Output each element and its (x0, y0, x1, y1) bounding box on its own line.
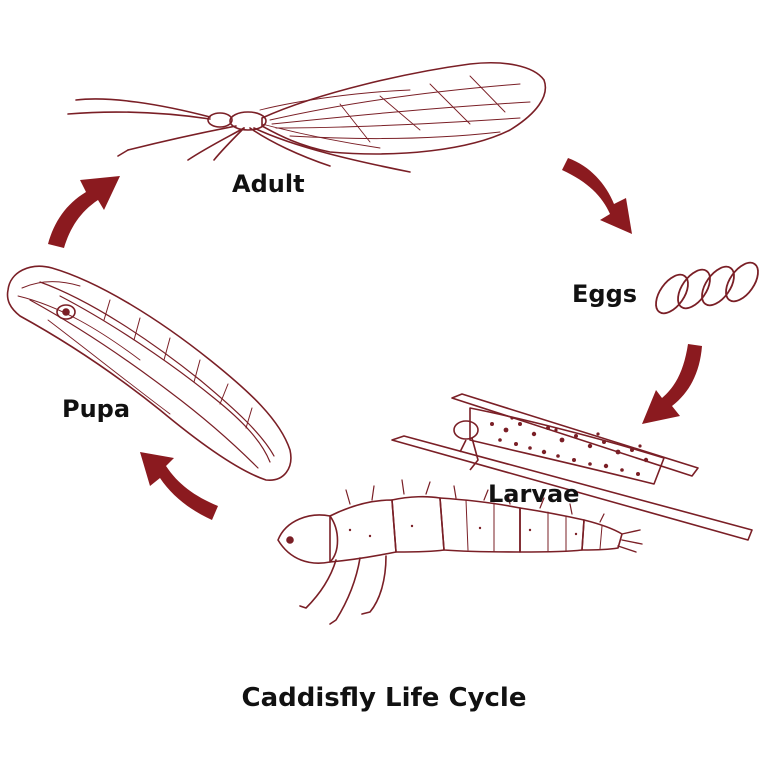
eggs-illustration (655, 261, 759, 315)
pupa-illustration (6, 265, 292, 481)
arrow-pupa-to-adult (48, 176, 120, 248)
stage-label-adult: Adult (232, 170, 305, 198)
larva-illustration (277, 479, 643, 625)
larval-case-illustration (391, 393, 753, 541)
diagram-title: Caddisfly Life Cycle (241, 683, 527, 713)
stage-label-pupa: Pupa (62, 395, 131, 423)
cycle-arrows (48, 158, 702, 520)
arrow-larvae-to-pupa (140, 452, 218, 520)
stage-label-larvae: Larvae (488, 480, 580, 508)
arrow-adult-to-eggs (562, 158, 632, 234)
arrow-eggs-to-larvae (642, 344, 702, 424)
adult-illustration (67, 61, 547, 173)
stage-label-eggs: Eggs (572, 280, 638, 308)
